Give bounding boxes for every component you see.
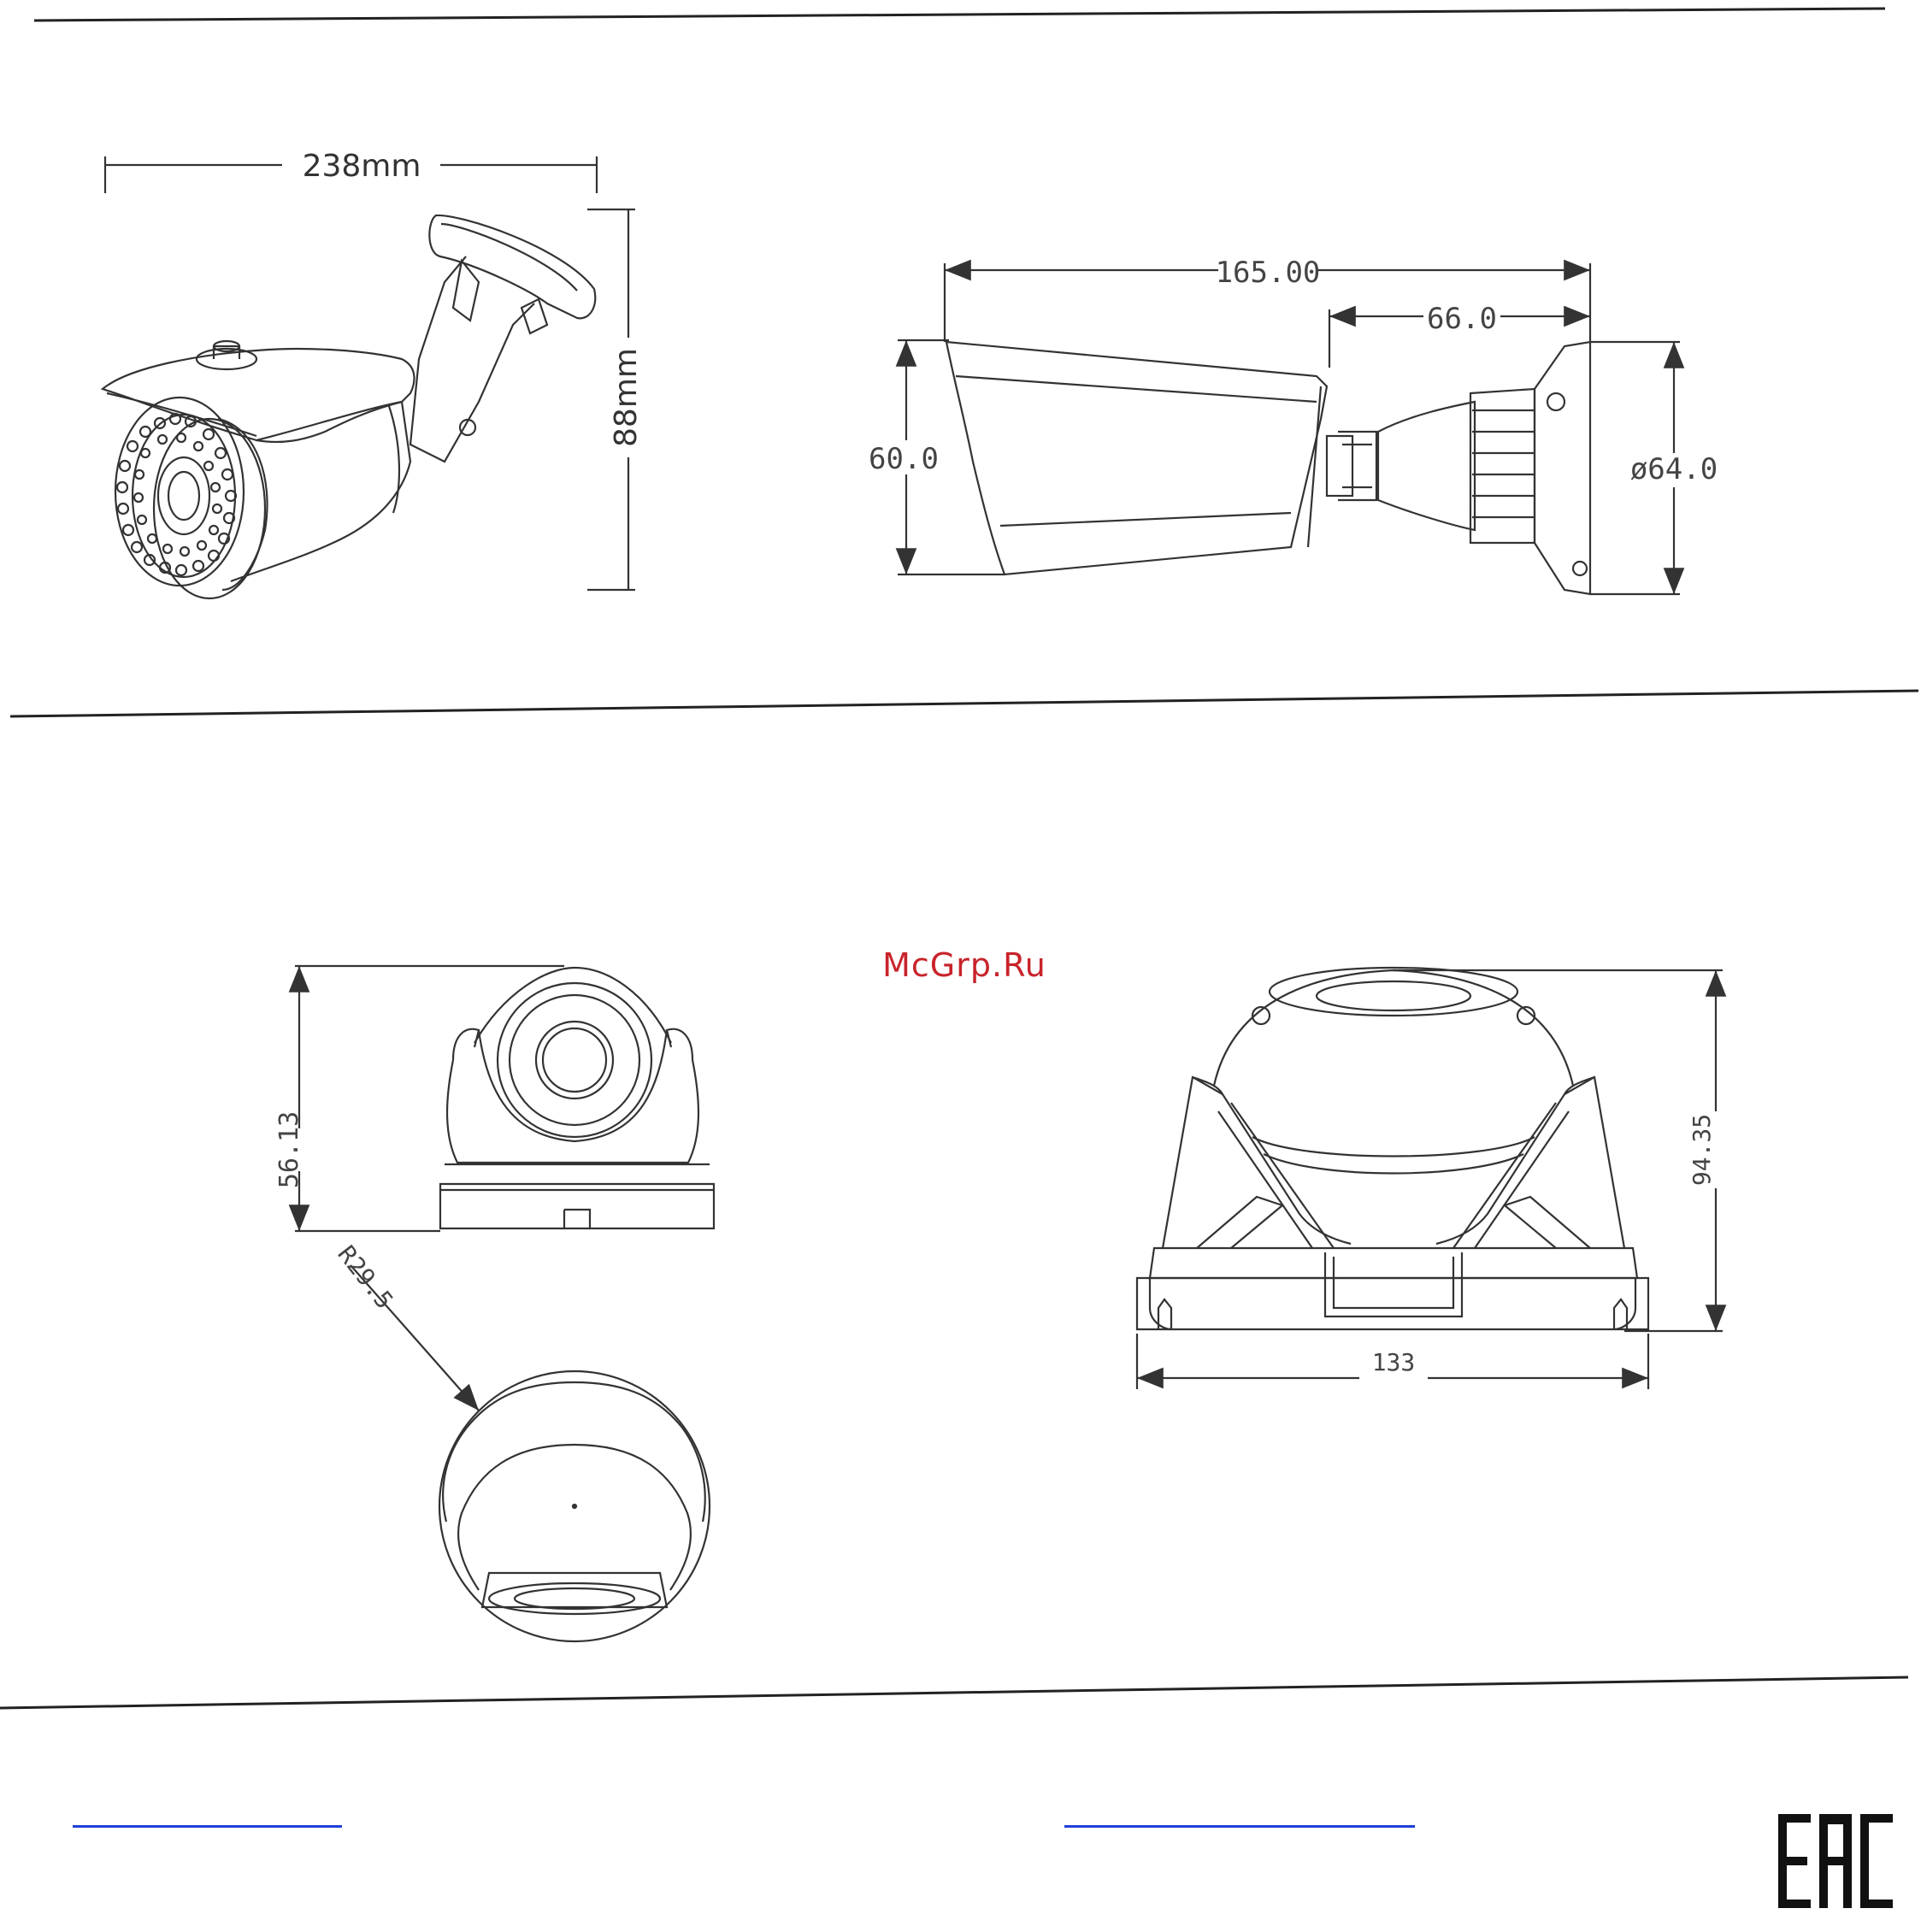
dome-side-height-label: 94.35 (1688, 1114, 1716, 1186)
bullet-body-height-label: 60.0 (869, 442, 939, 476)
dome-radius-label: R29.5 (333, 1240, 399, 1315)
bullet-camera-side-view (898, 263, 1680, 594)
separator-line-bottom (0, 1677, 1908, 1708)
eac-certification-mark (1778, 1814, 1893, 1908)
bullet-height-label: 88mm (609, 348, 644, 447)
dome-camera-front-view (295, 966, 714, 1231)
dome-camera-side-view (1137, 968, 1723, 1389)
footer-link-left[interactable] (73, 1825, 342, 1828)
separator-line-middle (10, 691, 1918, 716)
bullet-base-diameter-label: ø64.0 (1630, 452, 1718, 486)
dome-side-width-label: 133 (1372, 1348, 1416, 1376)
separator-line-top (34, 9, 1885, 21)
footer-link-right[interactable] (1064, 1825, 1415, 1828)
bullet-width-label: 238mm (303, 149, 421, 184)
dome-height-label: 56.13 (274, 1111, 304, 1188)
watermark: McGrp.Ru (882, 946, 1046, 984)
bullet-mount-length-label: 66.0 (1427, 302, 1497, 336)
dome-camera-top-view (351, 1265, 710, 1641)
bullet-camera-perspective-view (103, 156, 635, 598)
bullet-body-length-label: 165.00 (1216, 256, 1321, 290)
